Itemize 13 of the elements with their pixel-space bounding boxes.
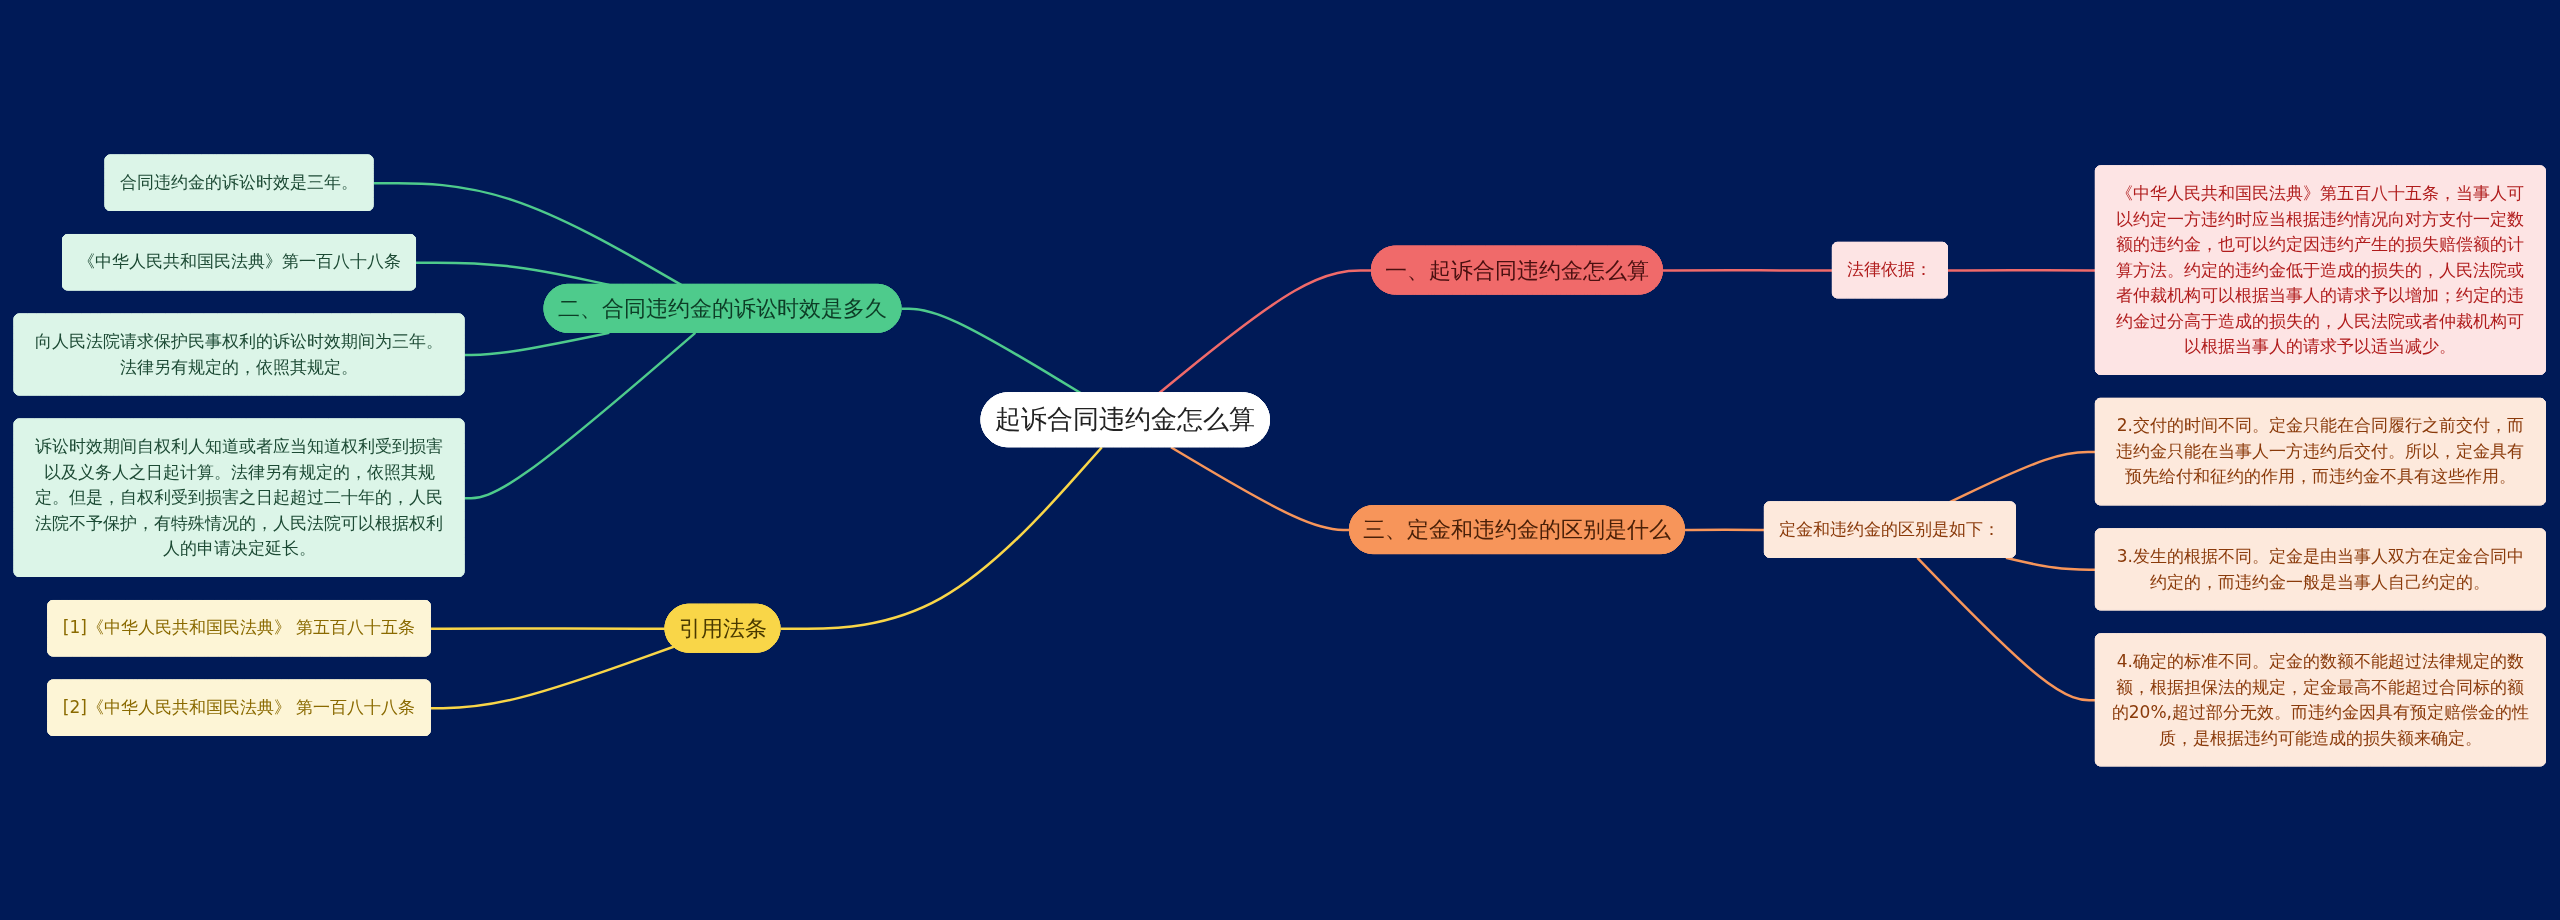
connector bbox=[1158, 268, 1373, 394]
connector bbox=[1663, 268, 1834, 272]
connector bbox=[1948, 268, 2097, 272]
connector bbox=[1170, 445, 1351, 531]
connector bbox=[901, 307, 1082, 394]
connector bbox=[464, 331, 610, 356]
connector bbox=[780, 445, 1104, 630]
connector bbox=[431, 645, 675, 710]
connector bbox=[1916, 556, 2097, 702]
connector bbox=[2005, 556, 2097, 571]
connector bbox=[1685, 528, 1766, 531]
connector bbox=[464, 331, 697, 500]
connector bbox=[431, 626, 666, 630]
